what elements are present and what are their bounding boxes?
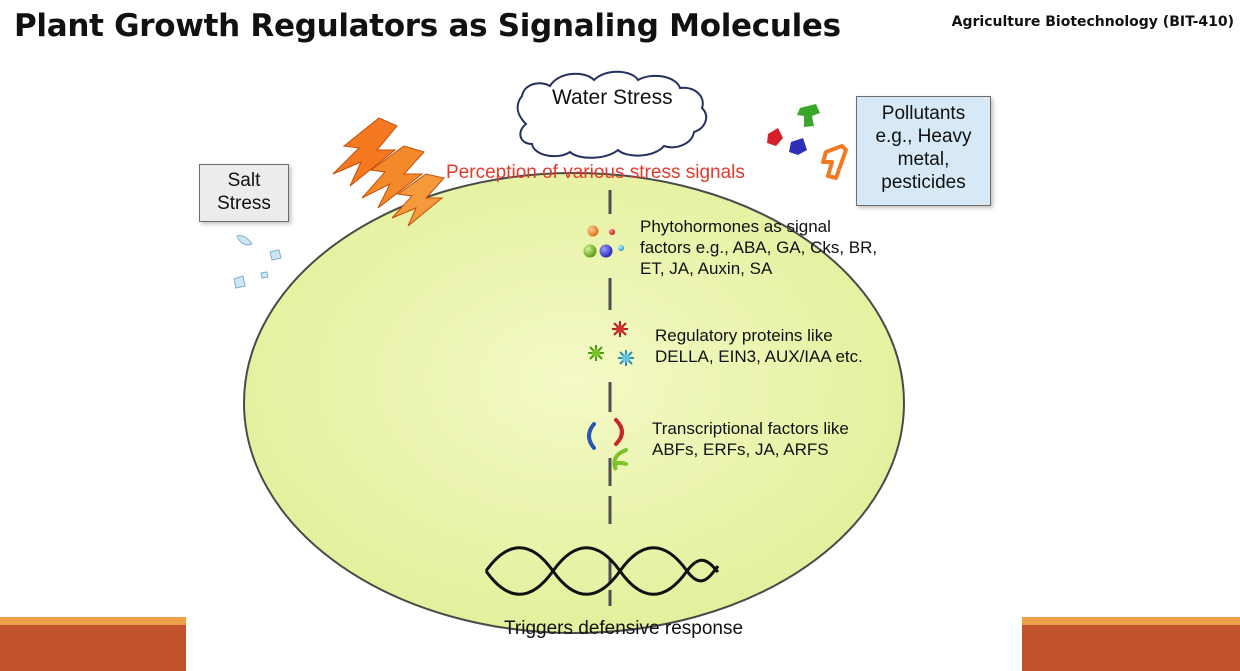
transcription-factors-line-2: ABFs, ERFs, JA, ARFS [652, 440, 829, 459]
phytohormones-label: Phytohormones as signal factors e.g., AB… [640, 216, 877, 279]
salt-stress-line-1: Salt [227, 170, 261, 191]
cell-ellipse [243, 172, 905, 634]
pollutants-line-4: pesticides [881, 172, 966, 193]
diagram-graphics [233, 70, 905, 634]
pollutants-box: Pollutants e.g., Heavy metal, pesticides [856, 96, 991, 206]
slide-title: Plant Growth Regulators as Signaling Mol… [14, 8, 841, 44]
pollutant-icons [767, 104, 848, 180]
regulatory-proteins-label: Regulatory proteins like DELLA, EIN3, AU… [655, 325, 863, 367]
transcription-factor-icons [587, 418, 628, 471]
regulatory-proteins-line-1: Regulatory proteins like [655, 326, 833, 345]
perception-label: Perception of various stress signals [446, 162, 745, 183]
regulatory-proteins-line-2: DELLA, EIN3, AUX/IAA etc. [655, 347, 863, 366]
transcription-factors-line-1: Transcriptional factors like [652, 419, 849, 438]
salt-droplets-icon [233, 235, 282, 289]
water-stress-label: Water Stress [552, 86, 673, 109]
dna-helix-icon [484, 546, 720, 596]
phytohormones-line-3: ET, JA, Auxin, SA [640, 259, 773, 278]
salt-stress-box: Salt Stress [199, 164, 289, 222]
transcription-factors-label: Transcriptional factors like ABFs, ERFs,… [652, 418, 849, 460]
lightning-icon [332, 117, 445, 227]
stress-signaling-diagram: Water Stress Salt Stress Pollutants e.g.… [186, 66, 1022, 671]
pollutants-line-1: Pollutants [881, 103, 966, 124]
defensive-response-label: Triggers defensive response [504, 618, 744, 639]
phytohormone-molecules-icon [583, 225, 624, 258]
footer-bar-left [0, 617, 190, 671]
phytohormones-line-2: factors e.g., ABA, GA, Cks, BR, [640, 238, 878, 257]
phytohormones-line-1: Phytohormones as signal [640, 217, 831, 236]
pollutants-line-2: e.g., Heavy [875, 126, 972, 147]
footer-bar-right [1020, 617, 1240, 671]
salt-stress-line-2: Stress [217, 193, 271, 214]
pollutants-line-3: metal, [897, 149, 950, 170]
cloud-shape [516, 70, 708, 159]
regulatory-protein-icons [588, 321, 634, 366]
course-code: Agriculture Biotechnology (BIT-410) [951, 14, 1234, 30]
